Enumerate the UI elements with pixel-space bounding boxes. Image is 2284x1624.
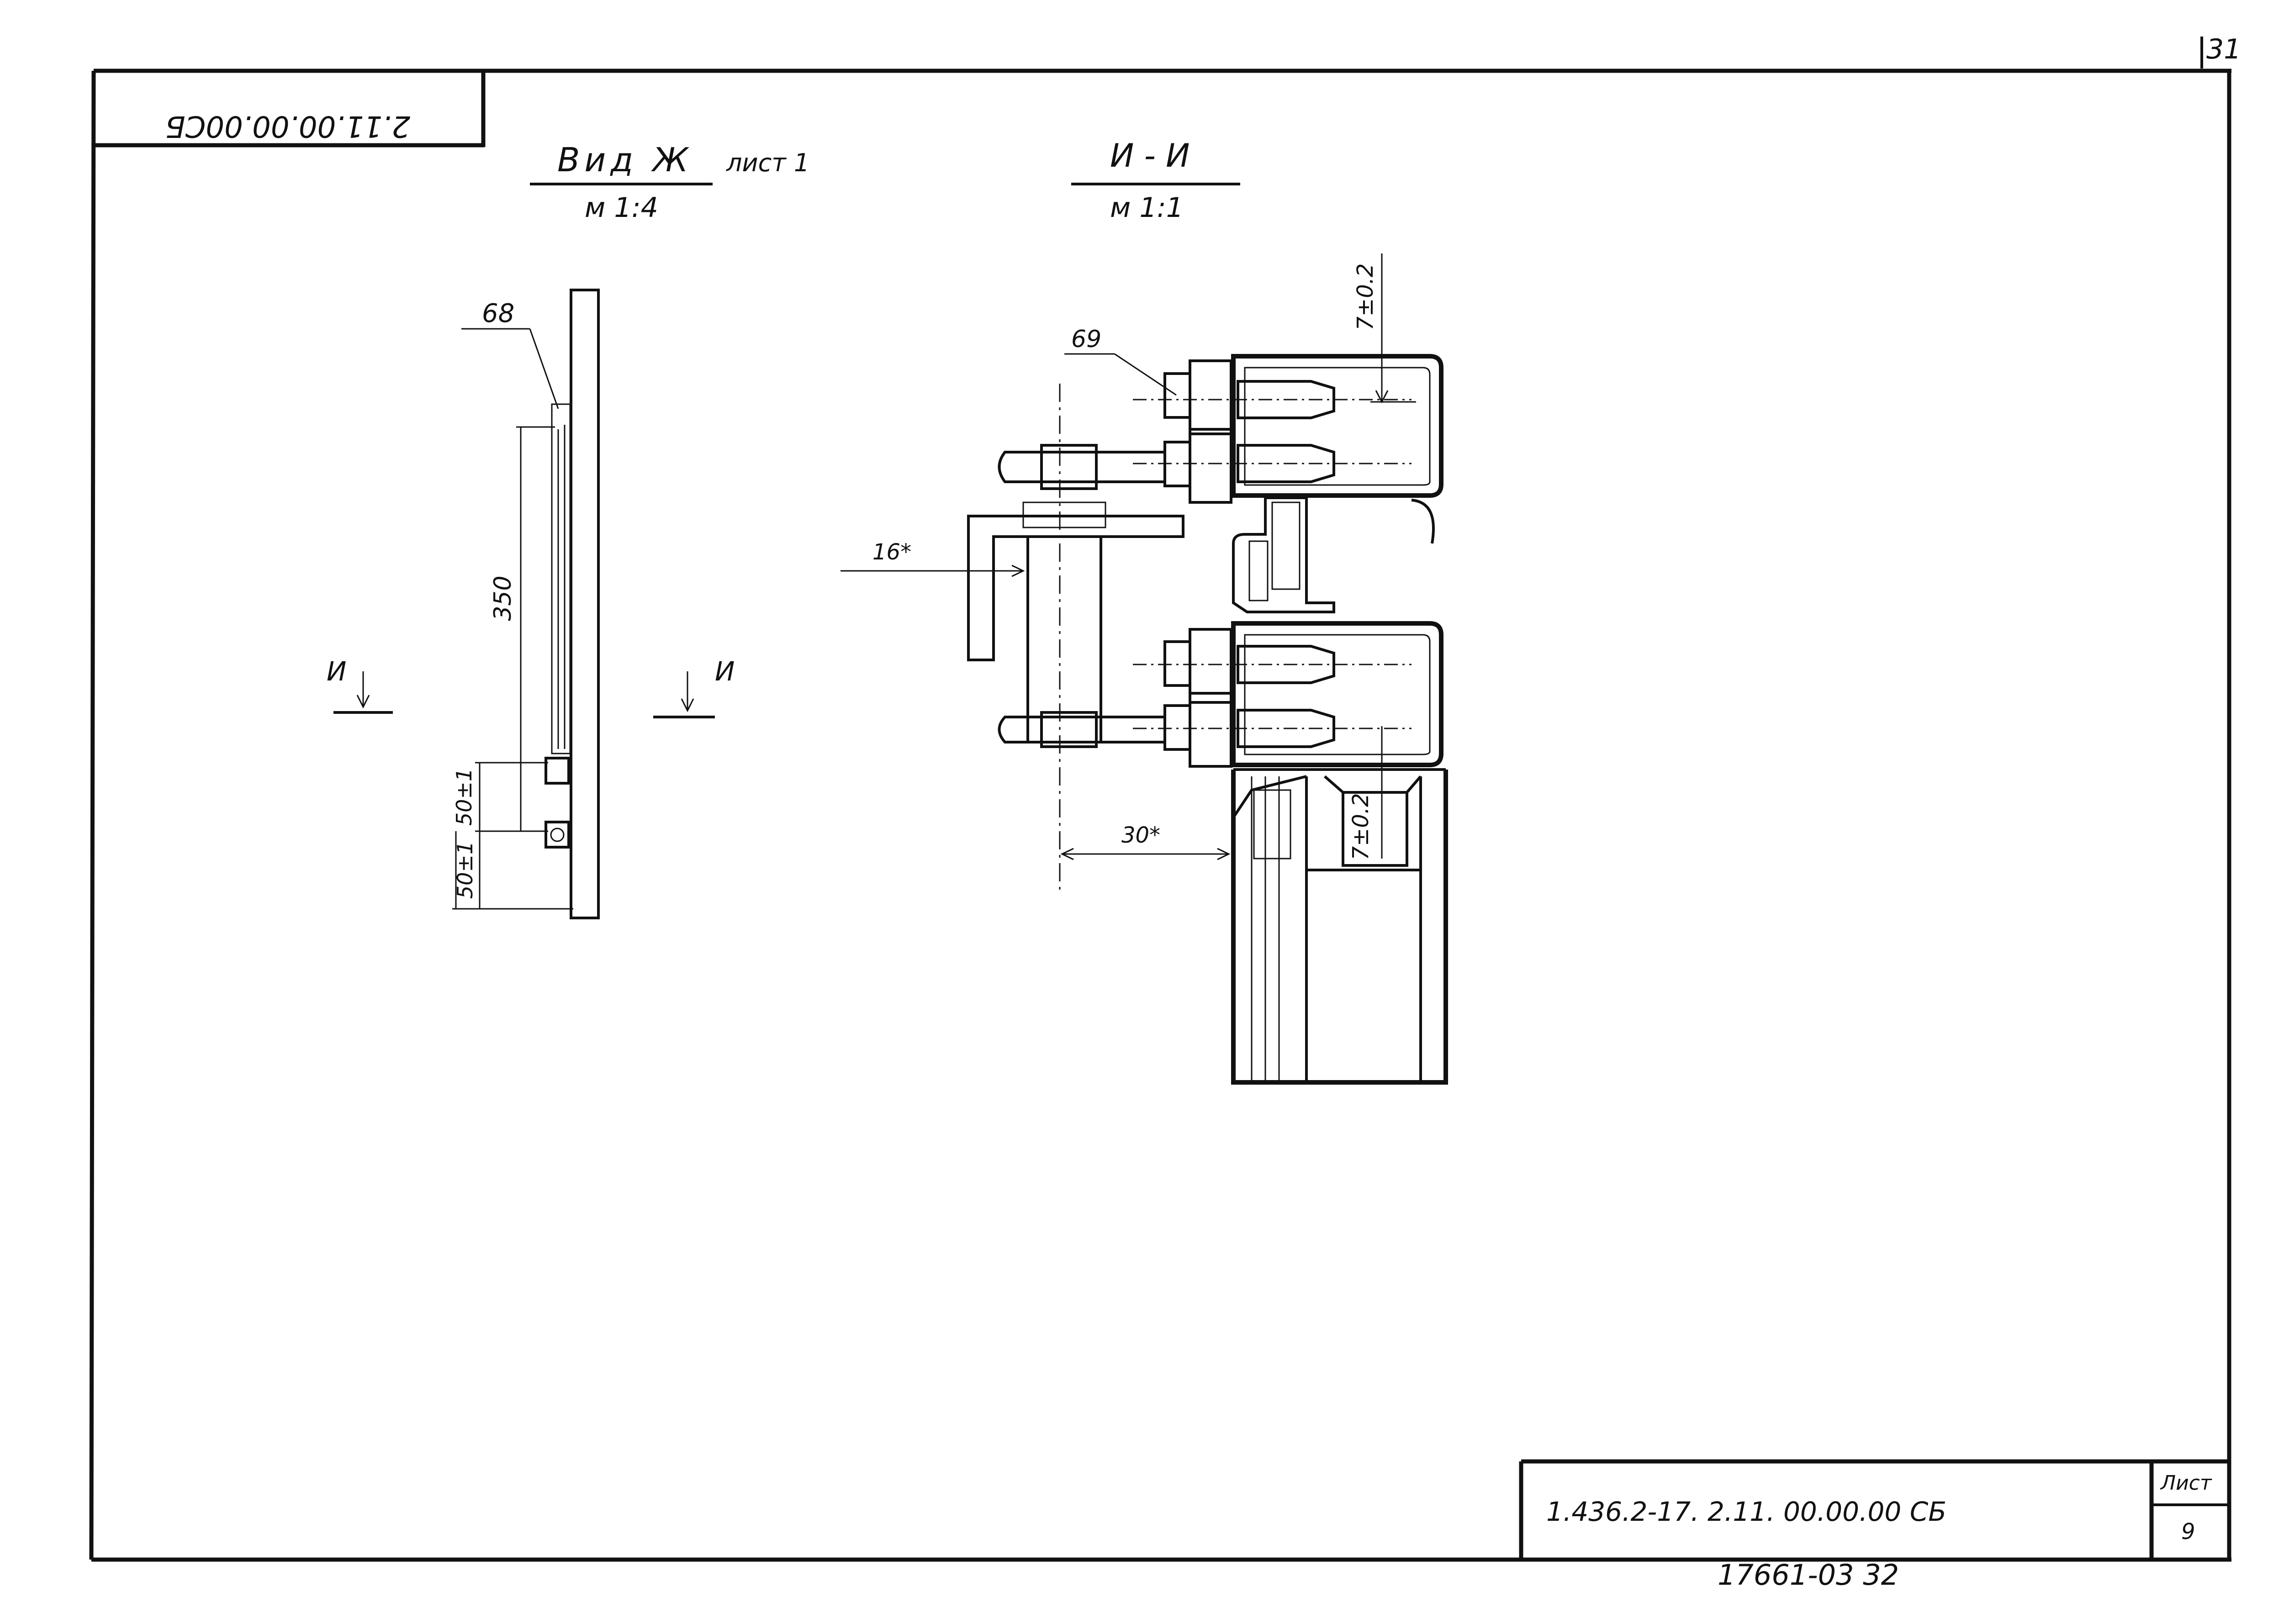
section-mark-right: И [653,656,735,718]
view-zh-sheet-ref: лист 1 [726,148,809,177]
svg-text:И: И [715,656,735,687]
dim-50-upper: 50±1 [452,768,476,826]
bolt-row-upper [1133,359,1412,504]
section-title: И - И [1110,137,1190,174]
bolt-row-lower [1133,628,1412,768]
view-zh-title: Вид Ж [557,141,693,179]
dim-bottom-7: 7±0.2 [1348,793,1374,860]
page-number: 31 [2206,33,2241,65]
svg-text:И: И [327,656,346,687]
sheet-number: 9 [2181,1519,2195,1545]
sheet-label: Лист [2160,1471,2212,1495]
view-zh-scale: м 1:4 [585,192,658,224]
dim-350: 350 [489,575,517,621]
section-scale: м 1:1 [1110,192,1184,224]
section-mark-left: И [327,656,393,714]
dim-30: 30* [1121,823,1160,848]
section-i-i: И - И м 1:1 [841,137,1448,1085]
callout-69: 69 [1071,326,1101,353]
inventory-number: 17661-03 32 [1718,1558,1899,1592]
dim-top-7: 7±0.2 [1353,263,1378,330]
mirrored-code-box: 2.11.00.00.00СБ [94,71,486,148]
mirrored-code: 2.11.00.00.00СБ [165,109,410,143]
dim-16: 16* [872,539,911,565]
callout-68: 68 [482,299,514,328]
title-block: 1.436.2-17. 2.11. 00.00.00 СБ Лист 9 [1519,1459,2229,1560]
view-zh: Вид Ж лист 1 м 1:4 68 350 50±1 50±1 И [327,141,809,919]
drawing-designation: 1.436.2-17. 2.11. 00.00.00 СБ [1546,1496,1946,1527]
drawing-frame [89,37,2231,1562]
dim-50-lower: 50±1 [453,841,477,899]
